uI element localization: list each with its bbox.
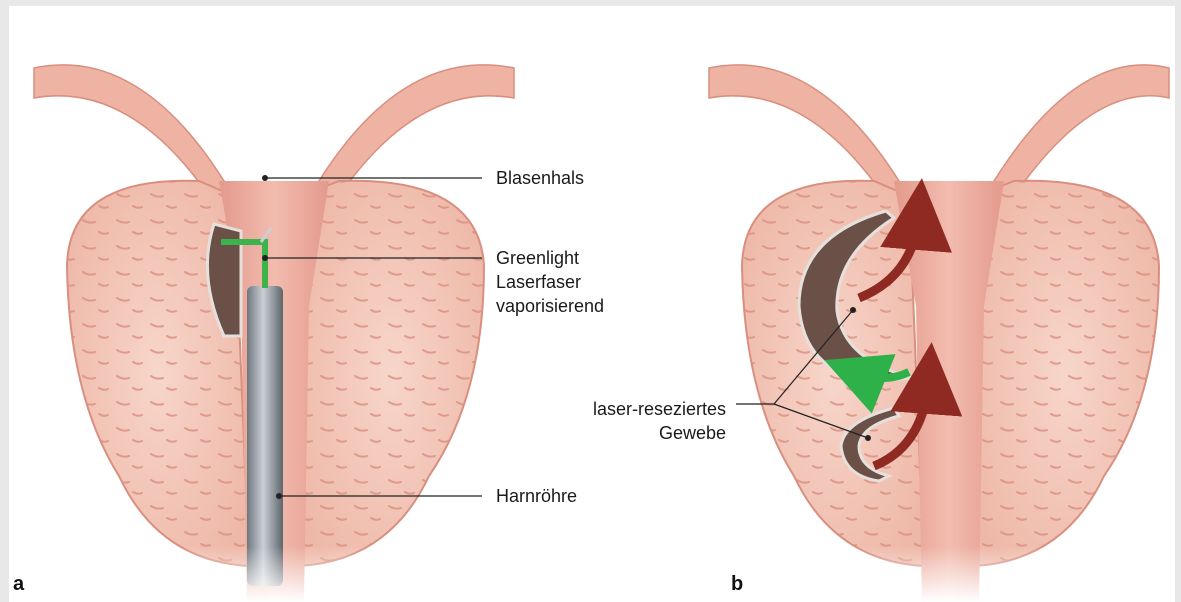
- label-fiber-line2: Laserfaser: [496, 272, 581, 292]
- panel-letter-b: b: [731, 573, 743, 595]
- leader-dot: [850, 307, 856, 313]
- label-tissue-line2: Gewebe: [659, 423, 726, 443]
- figure-canvas: Blasenhals Greenlight Laserfaser vaporis…: [9, 6, 1175, 602]
- panel-b-illustration: [699, 6, 1175, 602]
- panel-a-illustration: [9, 6, 549, 602]
- label-bladder-neck: Blasenhals: [496, 168, 584, 188]
- prostate-illustration: Blasenhals Greenlight Laserfaser vaporis…: [9, 6, 1175, 602]
- label-urethra: Harnröhre: [496, 486, 577, 506]
- label-fiber-line3: vaporisierend: [496, 296, 604, 316]
- panel-letter-a: a: [13, 573, 25, 595]
- label-fiber-line1: Greenlight: [496, 248, 579, 268]
- leader-dot: [865, 435, 871, 441]
- label-tissue-line1: laser-reseziertes: [593, 399, 726, 419]
- cystoscope: [247, 286, 283, 586]
